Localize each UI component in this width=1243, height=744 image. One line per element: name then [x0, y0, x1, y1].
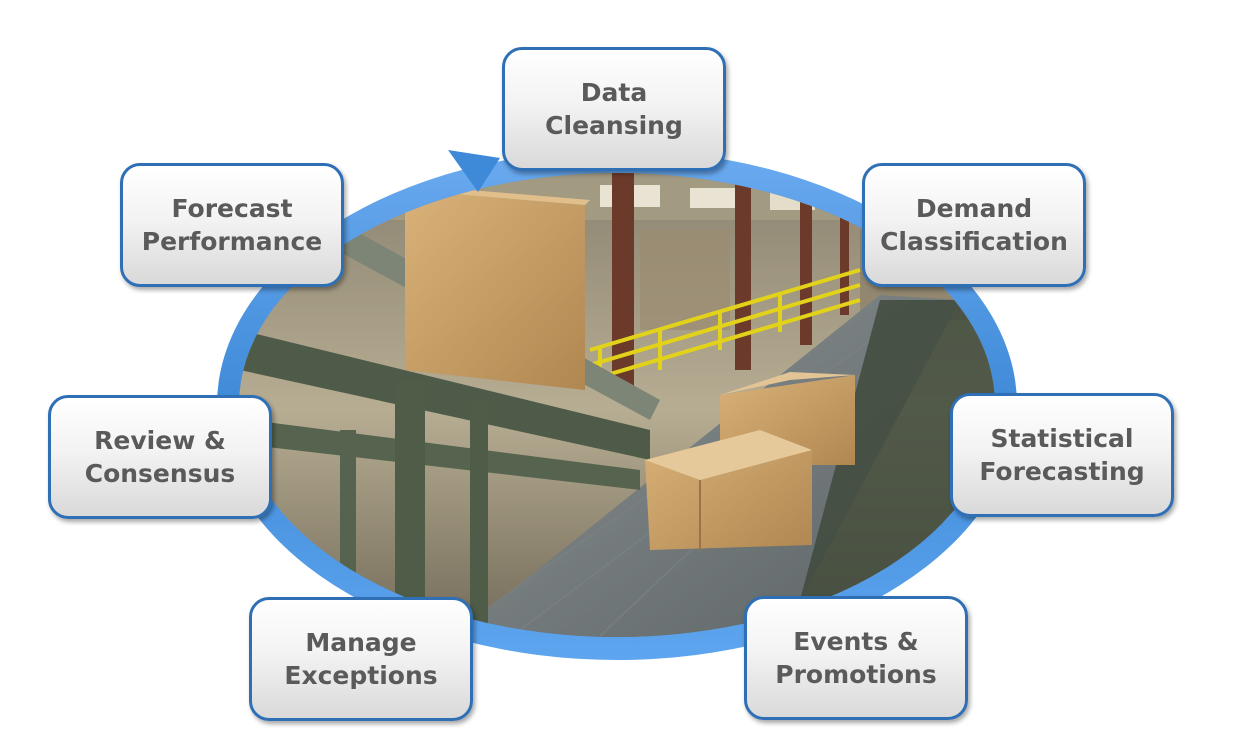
- step-demand-classification: Demand Classification: [862, 163, 1086, 287]
- step-forecast-performance: Forecast Performance: [120, 163, 344, 287]
- step-statistical-forecasting: Statistical Forecasting: [950, 393, 1174, 517]
- step-data-cleansing: Data Cleansing: [502, 47, 726, 171]
- step-events-promotions: Events & Promotions: [744, 596, 968, 720]
- step-manage-exceptions: Manage Exceptions: [249, 597, 473, 721]
- cycle-arrowhead: [448, 150, 500, 192]
- step-review-consensus: Review & Consensus: [48, 395, 272, 519]
